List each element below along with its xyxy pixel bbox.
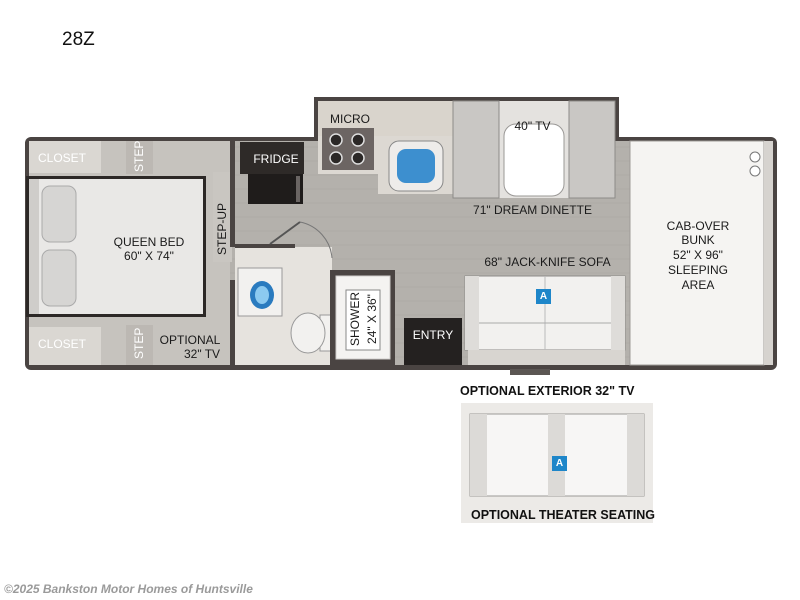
closet-top: [29, 141, 101, 173]
cab-window-knob-1: [749, 151, 761, 163]
optional-exterior-tv-caption: OPTIONAL EXTERIOR 32" TV: [460, 384, 635, 398]
cab-over-edge: [764, 141, 773, 365]
kitchen-sink-basin: [397, 149, 435, 183]
theater-seat-arm-mid: [548, 414, 565, 496]
dinette-seat-right: [568, 100, 616, 199]
entry-step: [404, 318, 462, 365]
optional-theater-seating-caption: OPTIONAL THEATER SEATING: [471, 508, 656, 522]
dinette-table: [503, 123, 565, 197]
cab-over-label-3: 52" X 96": [673, 248, 723, 262]
optional-tv-label-1: OPTIONAL: [159, 333, 221, 347]
cab-over-label-5: AREA: [681, 278, 715, 292]
bath-wall-top: [235, 244, 295, 248]
step-top-block: [126, 141, 153, 174]
entry-label: ENTRY: [412, 328, 454, 342]
jack-knife-sofa-label: 68" JACK-KNIFE SOFA: [484, 255, 611, 269]
closet-bottom-label: CLOSET: [38, 337, 87, 351]
fridge-label: FRIDGE: [253, 152, 299, 166]
queen-bed-label-2: 60" X 74": [124, 249, 174, 263]
living-rug: [468, 350, 625, 365]
sofa-arm-right: [611, 276, 625, 350]
bed-pillow-2: [41, 249, 77, 307]
bed-pillow-1: [41, 185, 77, 243]
burner-3: [329, 151, 343, 165]
step-top-label: STEP: [132, 140, 146, 172]
cooktop: [322, 128, 374, 170]
bath-door: [269, 221, 301, 245]
closet-bottom: [29, 327, 101, 365]
cab-over-bunk: [629, 140, 765, 366]
toilet-bowl: [290, 312, 326, 354]
bedroom-wall-lower: [230, 280, 235, 365]
fridge-handle: [296, 176, 300, 202]
fridge: [240, 142, 304, 174]
theater-option-badge: A: [552, 456, 567, 471]
watermark-text: ©2025 Bankston Motor Homes of Huntsville: [4, 582, 253, 596]
tv-40-label: 40" TV: [514, 119, 551, 133]
step-up-strip: [213, 172, 232, 262]
cab-over-label-1: CAB-OVER: [666, 219, 730, 233]
shower-label-box: [345, 289, 381, 351]
bath-sink-inner: [255, 286, 269, 304]
dinette-seat-left: [452, 100, 500, 199]
exterior-tv-mount: [510, 369, 550, 375]
step-bottom-block: [126, 325, 153, 365]
burner-4: [351, 151, 365, 165]
theater-seat-arm-left: [470, 414, 487, 496]
sofa-option-badge: A: [536, 289, 551, 304]
cab-window-knob-2: [749, 165, 761, 177]
dream-dinette-label: 71" DREAM DINETTE: [473, 203, 592, 217]
bed-headboard: [29, 179, 39, 314]
burner-2: [351, 133, 365, 147]
cab-over-label-4: SLEEPING: [667, 263, 729, 277]
burner-1: [329, 133, 343, 147]
micro-label: MICRO: [330, 112, 370, 126]
bedroom-wall-right: [230, 141, 235, 247]
theater-seat-arm-right: [627, 414, 644, 496]
queen-bed-label-1: QUEEN BED: [113, 235, 185, 249]
shower-label-1: SHOWER: [348, 292, 362, 346]
fridge-door: [248, 174, 303, 204]
step-bottom-label: STEP: [132, 327, 146, 359]
cab-over-label-2: BUNK: [681, 233, 715, 247]
optional-tv-label-2: 32" TV: [183, 347, 221, 361]
sofa-arm-left: [465, 276, 479, 350]
closet-top-label: CLOSET: [38, 151, 87, 165]
step-up-label: STEP-UP: [215, 202, 229, 255]
shower-label-2: 24" X 36": [365, 294, 379, 344]
model-name: 28Z: [62, 29, 95, 50]
bath-door-swing: [299, 221, 333, 259]
